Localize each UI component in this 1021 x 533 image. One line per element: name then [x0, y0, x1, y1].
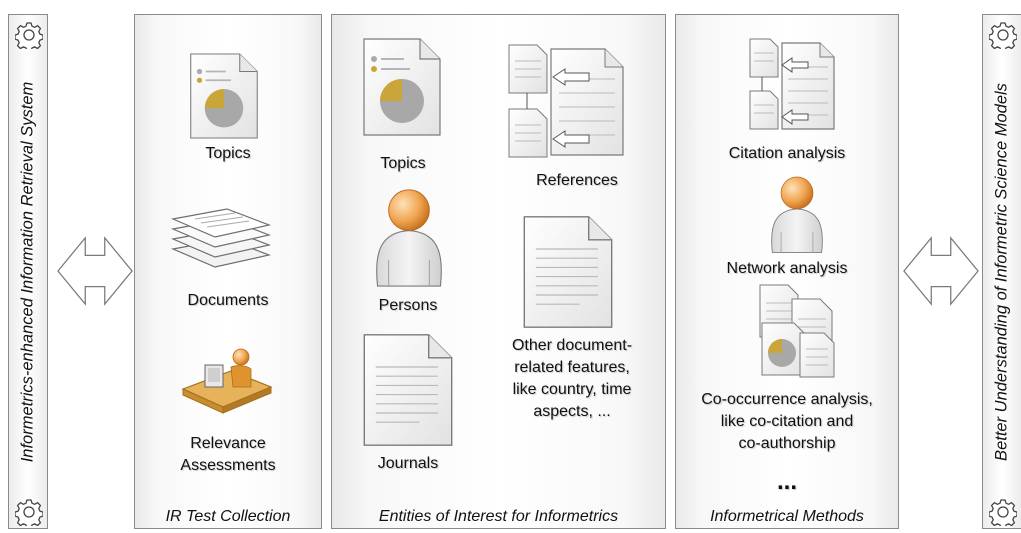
entities-persons-label: Persons	[378, 297, 438, 314]
right-system-title: Better Understanding of Informetric Scie…	[992, 82, 1011, 461]
gear-icon	[989, 498, 1017, 526]
left-side-bar: Informetrics-enhanced Information Retrie…	[8, 14, 48, 529]
gear-icon	[989, 21, 1017, 49]
ir-relevance-label: Relevance Assessments	[180, 435, 276, 474]
ir-topics-label: Topics	[205, 145, 251, 162]
document-icon	[522, 213, 614, 331]
assessor-desk-icon	[181, 348, 273, 414]
entities-panel-footer: Entities of Interest for Informetrics	[378, 508, 619, 525]
methods-ellipsis: ...	[776, 468, 797, 495]
right-side-bar: Better Understanding of Informetric Scie…	[982, 14, 1021, 529]
methods-panel: Citation analysis Network analysis Co-oc…	[675, 14, 899, 529]
methods-co-occurrence-label: Co-occurrence analysis, like co-citation…	[701, 391, 873, 452]
entities-references-label: References	[536, 172, 618, 189]
citation-icon	[749, 38, 835, 130]
entities-topics-label: Topics	[380, 155, 426, 172]
documents-stack-icon	[170, 208, 272, 268]
topic-document-icon	[362, 35, 442, 139]
topic-document-icon	[189, 50, 259, 142]
methods-citation-label: Citation analysis	[728, 145, 846, 162]
journal-document-icon	[362, 331, 454, 449]
ir-documents-label: Documents	[187, 292, 269, 309]
left-system-title: Informetrics-enhanced Information Retrie…	[18, 81, 37, 462]
ir-test-collection-panel: Topics Documents Relevance Assessments I…	[134, 14, 322, 529]
double-arrow-icon	[902, 232, 980, 310]
double-arrow-icon	[56, 232, 134, 310]
entities-panel: Topics References Persons Journals Other…	[331, 14, 666, 529]
references-icon	[508, 44, 624, 158]
entities-journals-label: Journals	[377, 455, 439, 472]
ir-panel-footer: IR Test Collection	[165, 508, 291, 525]
methods-network-label: Network analysis	[726, 260, 848, 277]
co-occurrence-icon	[759, 284, 835, 378]
person-icon	[768, 173, 826, 255]
methods-panel-footer: Informetrical Methods	[710, 508, 864, 525]
gear-icon	[15, 498, 43, 526]
person-icon	[372, 185, 446, 289]
entities-other-features-label: Other document- related features, like c…	[511, 337, 633, 420]
gear-icon	[15, 21, 43, 49]
